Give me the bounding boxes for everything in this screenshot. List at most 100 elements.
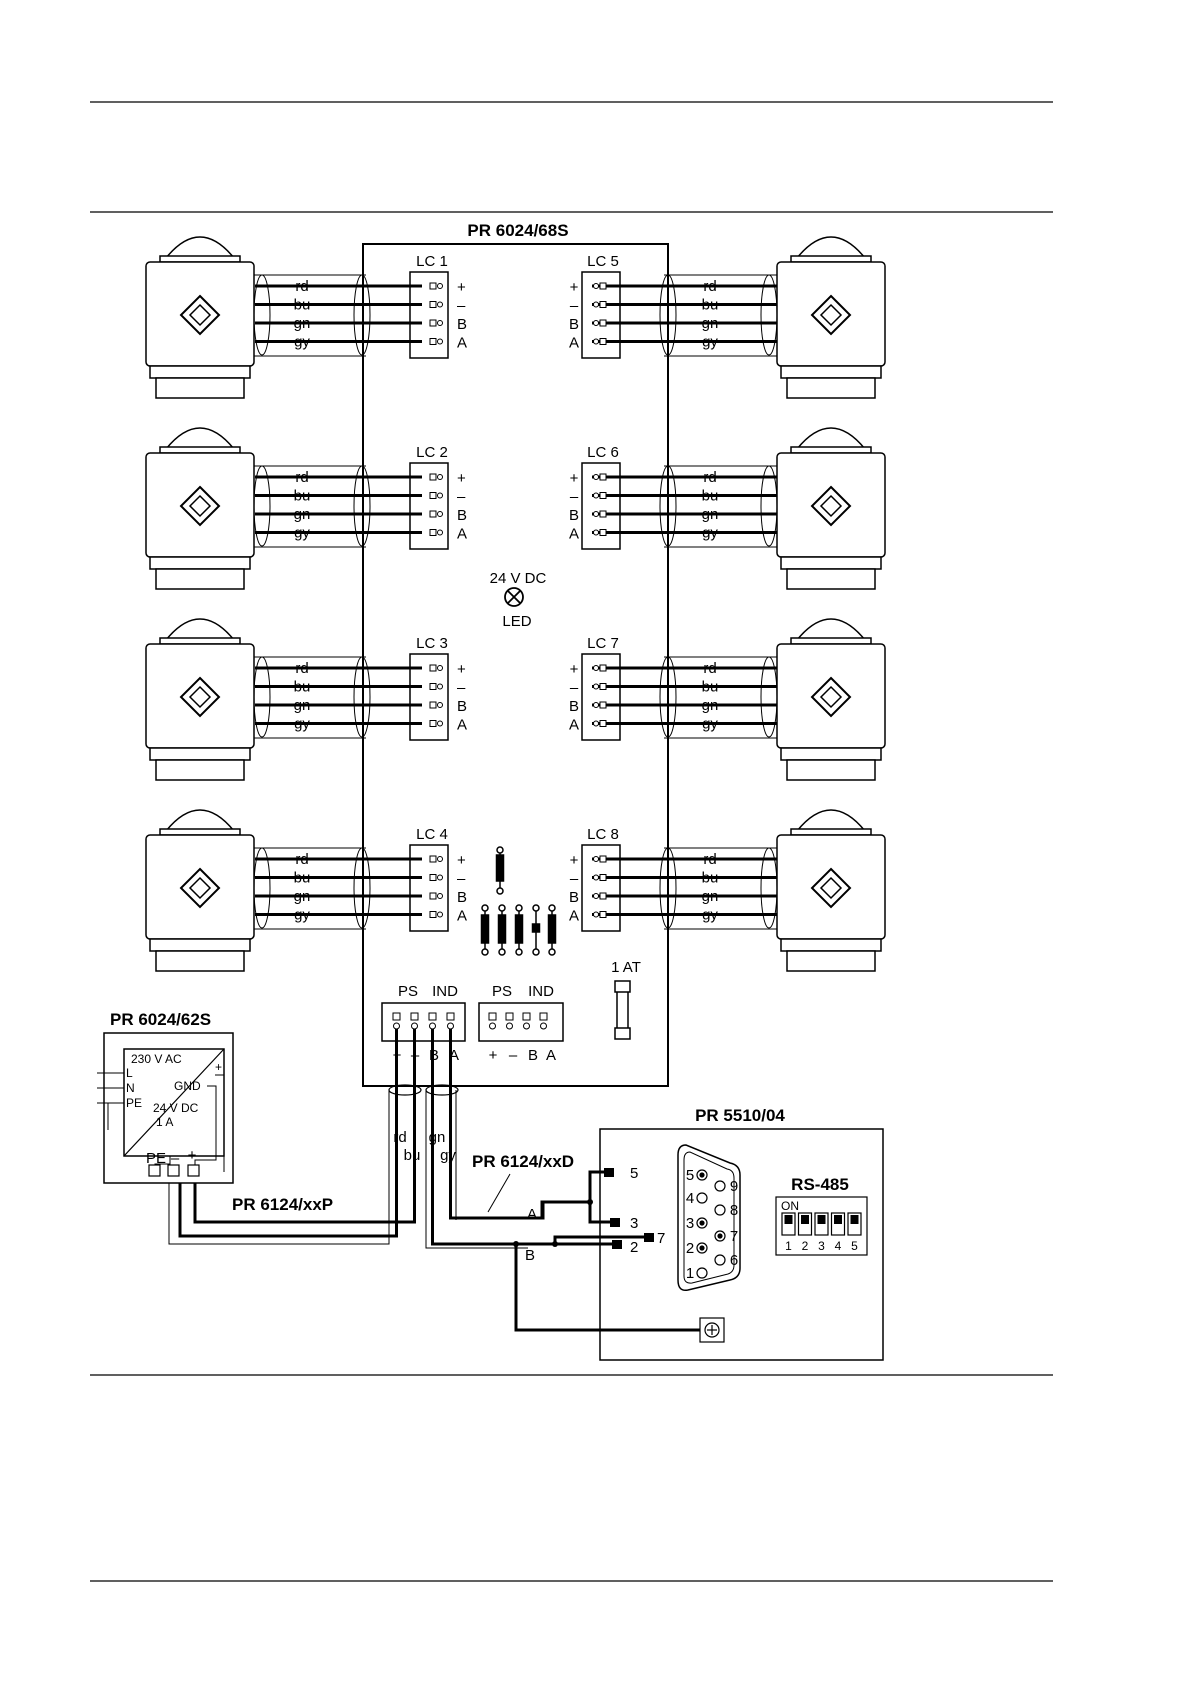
psu-input-voltage: 230 V AC bbox=[131, 1052, 182, 1066]
dip-switch-number: 3 bbox=[818, 1239, 825, 1253]
terminal-contact bbox=[437, 702, 443, 708]
terminal-screw bbox=[429, 301, 437, 308]
data-cable-title: PR 6124/xxD bbox=[472, 1152, 574, 1171]
terminal-screw bbox=[429, 874, 437, 881]
psu-terminal-minus: – bbox=[171, 1150, 180, 1167]
dip-switch-number: 5 bbox=[851, 1239, 858, 1253]
dsub-pin-9: 9 bbox=[730, 1178, 738, 1195]
terminal-screw bbox=[429, 510, 437, 518]
terminal-contact bbox=[593, 893, 599, 899]
pin-label: – bbox=[570, 298, 579, 315]
pin-label: A bbox=[457, 335, 467, 352]
wire-label-gy: gy bbox=[294, 907, 310, 924]
terminal-screw bbox=[599, 683, 607, 690]
instrument-title: PR 5510/04 bbox=[695, 1106, 785, 1125]
dsub-pin-8: 8 bbox=[730, 1202, 738, 1219]
junction-box: PR 6024/68S bbox=[362, 221, 669, 1087]
terminal-screw bbox=[429, 855, 437, 863]
wire-label-gy: gy bbox=[702, 334, 718, 351]
terminal-block-left: PS IND + – B A bbox=[381, 983, 466, 1064]
terminal-screw bbox=[429, 911, 437, 918]
terminal-screw bbox=[429, 319, 437, 327]
terminal-screw bbox=[599, 319, 607, 327]
terminal-ps-label: PS bbox=[398, 983, 418, 1000]
dip-switch-5: 5 bbox=[847, 1212, 862, 1253]
wire-label-gy: gy bbox=[294, 334, 310, 351]
load-cell-label: LC 2 bbox=[416, 444, 448, 461]
wire-label-bu: bu bbox=[294, 679, 311, 696]
wire-pin-2: 2 bbox=[630, 1239, 638, 1256]
wire-label-rd: rd bbox=[703, 278, 716, 295]
pin-label: – bbox=[570, 489, 579, 506]
resistor-icon bbox=[497, 904, 507, 956]
fuse-icon bbox=[614, 980, 631, 1040]
dip-switch-number: 4 bbox=[835, 1239, 842, 1253]
terminal-ind-label: IND bbox=[432, 983, 458, 1000]
load-cell-icon bbox=[145, 809, 255, 972]
wire-label-bu: bu bbox=[702, 679, 719, 696]
fuse-label: 1 AT bbox=[611, 959, 641, 976]
psu-input-pe: PE bbox=[126, 1096, 142, 1110]
wire-label-bu: bu bbox=[294, 488, 311, 505]
terminal-ps-label: PS bbox=[492, 983, 512, 1000]
terminal-contact bbox=[593, 911, 599, 918]
pin-label: B bbox=[569, 698, 579, 715]
terminal-screw bbox=[599, 701, 607, 709]
terminal-screw bbox=[599, 855, 607, 863]
dsub-pin-1: 1 bbox=[686, 1265, 694, 1282]
terminal-ind-label: IND bbox=[528, 983, 554, 1000]
terminal-contact bbox=[593, 720, 599, 727]
terminal-screw bbox=[599, 492, 607, 499]
wire-label-rd: rd bbox=[295, 469, 308, 486]
lamp-icon bbox=[504, 587, 524, 607]
cable-wire-bu: bu bbox=[404, 1147, 421, 1164]
data-cable-leader bbox=[487, 1173, 511, 1213]
wire-label-rd: rd bbox=[703, 660, 716, 677]
wire-pin-3: 3 bbox=[630, 1215, 638, 1232]
terminal-screw bbox=[599, 664, 607, 672]
terminal-contact bbox=[437, 338, 443, 345]
ground-screw-icon bbox=[699, 1317, 725, 1343]
resistor-array bbox=[480, 846, 557, 956]
wire-label-rd: rd bbox=[295, 851, 308, 868]
pin-label: A bbox=[569, 335, 579, 352]
psu-terminal-plus: + bbox=[188, 1147, 197, 1164]
pin-label: + bbox=[570, 661, 579, 678]
pin-label: B bbox=[569, 507, 579, 524]
wire-pin-7: 7 bbox=[657, 1230, 665, 1247]
pin-label: B bbox=[457, 507, 467, 524]
resistor-icon bbox=[495, 846, 505, 895]
psu-input-l: L bbox=[126, 1066, 133, 1080]
resistor-icon bbox=[547, 904, 557, 956]
terminal-screw bbox=[429, 701, 437, 709]
cable-wire-labels: rd bu gn gy bbox=[393, 1129, 456, 1164]
terminal-contact bbox=[437, 529, 443, 536]
power-supply: PR 6024/62S 230 V AC L N PE + GND 24 V D… bbox=[97, 1010, 234, 1184]
terminal-contact bbox=[593, 683, 599, 690]
terminal-contact bbox=[437, 720, 443, 727]
terminal-contact bbox=[437, 320, 443, 326]
pin-label: A bbox=[457, 908, 467, 925]
wire-label-gn: gn bbox=[294, 506, 311, 523]
cable-wire-gy: gy bbox=[440, 1147, 456, 1164]
dsub-pin-2: 2 bbox=[686, 1240, 694, 1257]
data-line-a: A bbox=[527, 1206, 537, 1223]
pin-label: – bbox=[570, 680, 579, 697]
terminal-block-right: PS IND + – B A bbox=[478, 983, 564, 1064]
junction-box-title: PR 6024/68S bbox=[467, 221, 568, 240]
pin-label: A bbox=[569, 908, 579, 925]
terminal-screw bbox=[429, 492, 437, 499]
wire-label-gn: gn bbox=[702, 697, 719, 714]
load-cell-icon bbox=[776, 809, 886, 972]
dip-switch-3: 3 bbox=[814, 1212, 829, 1253]
wire-label-bu: bu bbox=[294, 297, 311, 314]
wire-label-bu: bu bbox=[294, 870, 311, 887]
pin-label: A bbox=[457, 526, 467, 543]
resistor-icon bbox=[480, 904, 490, 956]
terminal-screw bbox=[599, 301, 607, 308]
dip-switch-number: 1 bbox=[785, 1239, 792, 1253]
pin-label: + bbox=[570, 279, 579, 296]
